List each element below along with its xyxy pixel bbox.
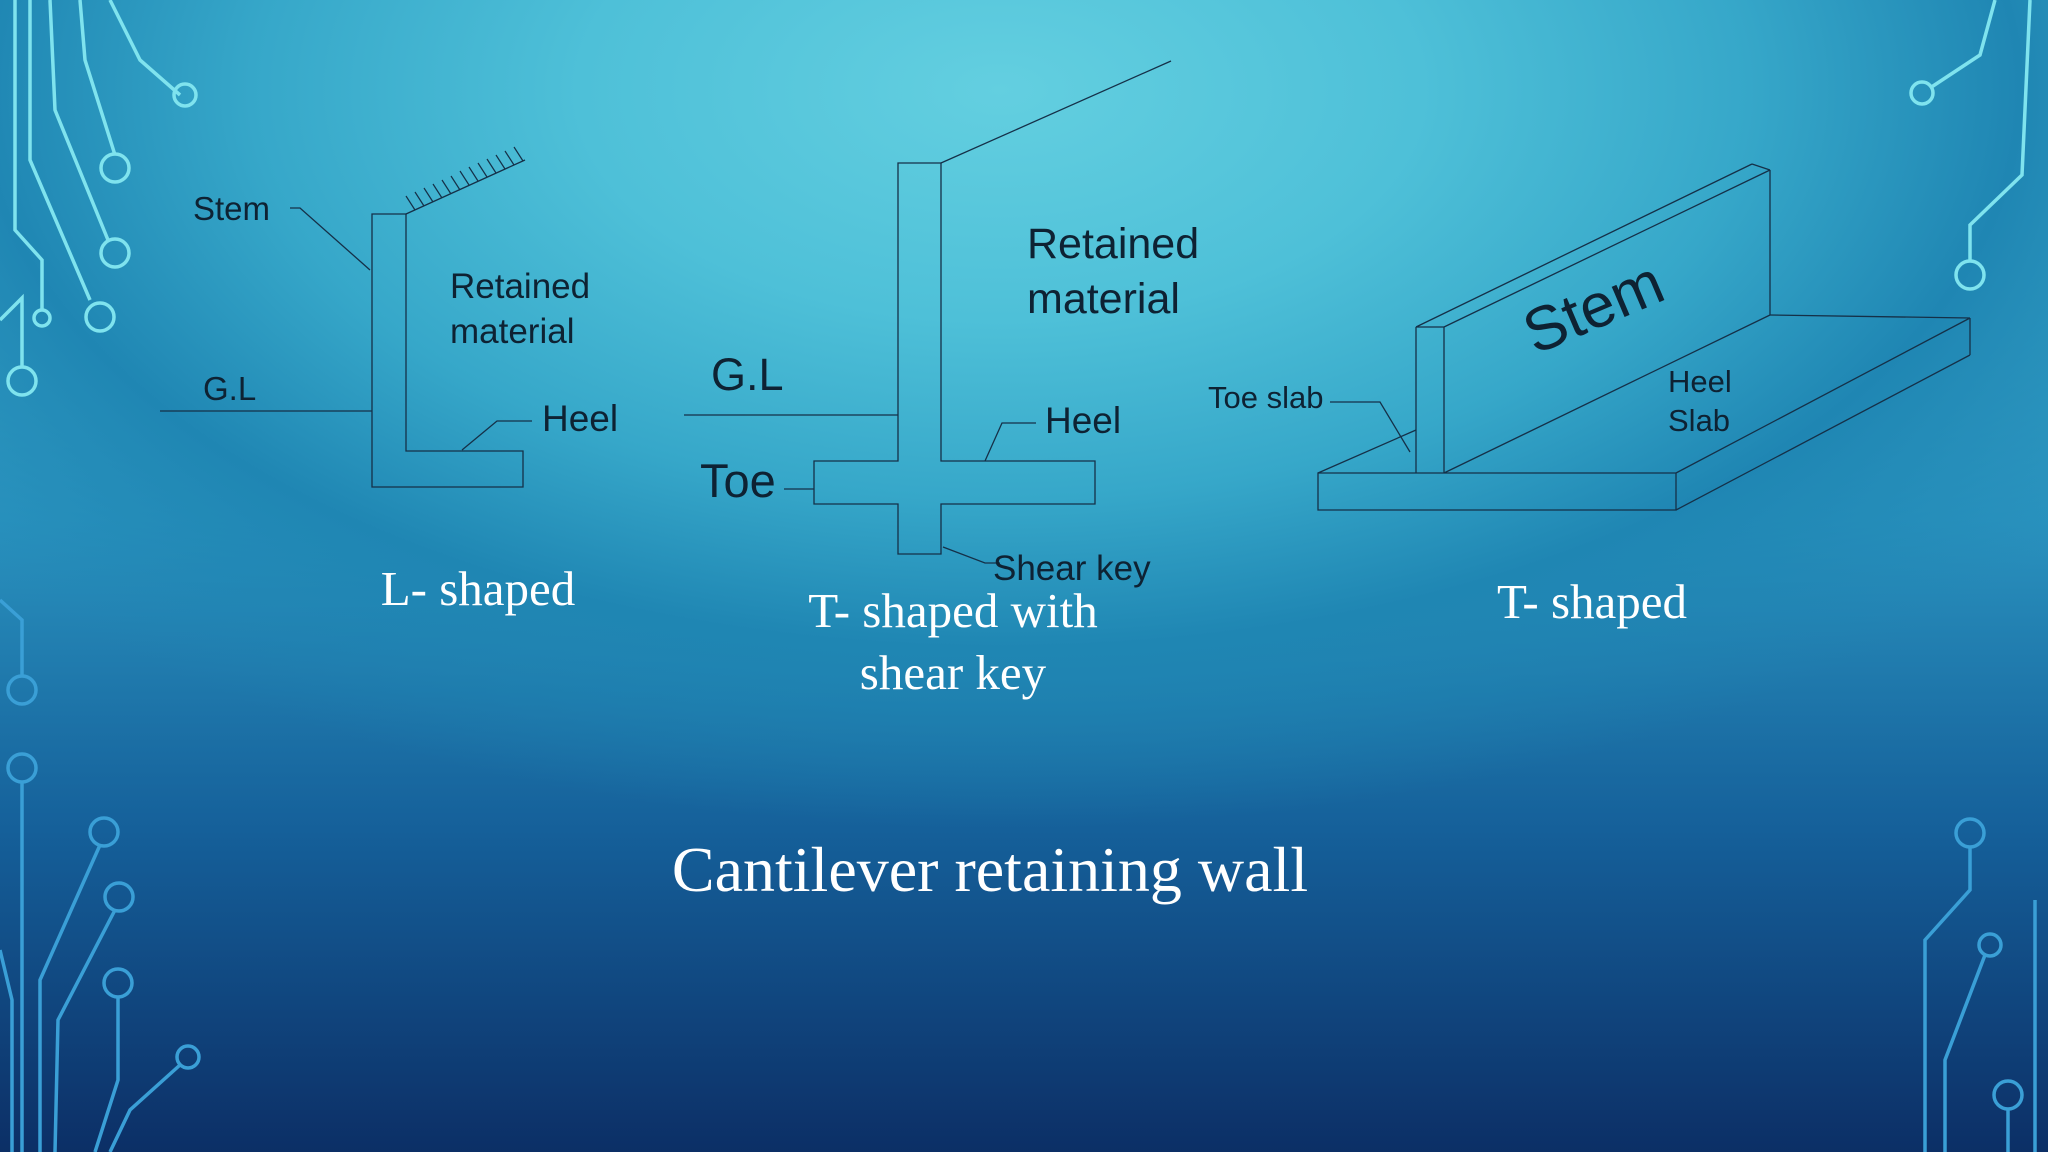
l-backfill-hatch xyxy=(405,146,524,211)
circuit-top-left xyxy=(0,0,198,397)
t-key-backfill-line xyxy=(940,60,1172,164)
t-heel-slab-label-1: Heel xyxy=(1668,364,1732,399)
l-stem-leader xyxy=(290,207,371,271)
l-shaped-caption: L- shaped xyxy=(381,561,576,616)
circuit-bottom-left xyxy=(0,598,201,1152)
t-key-caption-2: shear key xyxy=(860,645,1047,700)
l-backfill-line xyxy=(405,159,526,215)
t-slab-outline xyxy=(1317,314,1971,511)
t-toe-slab-leader xyxy=(1330,401,1411,453)
t-key-wall-outline xyxy=(813,162,1096,555)
t-key-retained-label-1: Retained xyxy=(1027,220,1199,268)
l-retained-label-2: material xyxy=(450,312,574,351)
l-heel-leader xyxy=(461,420,532,451)
slide-title: Cantilever retaining wall xyxy=(672,834,1308,905)
t-key-toe-label: Toe xyxy=(700,454,776,507)
t-stem-outline xyxy=(1415,163,1771,474)
circuit-top-right xyxy=(1909,0,2032,291)
t-stem-label: Stem xyxy=(1514,248,1674,368)
t-key-shear-leader xyxy=(942,546,1000,564)
t-key-shear-key-label: Shear key xyxy=(993,549,1151,588)
t-key-heel-label: Heel xyxy=(1045,400,1121,441)
t-shear-key-diagram: Retained material G.L Heel Toe Shear key… xyxy=(684,60,1199,700)
l-gl-label: G.L xyxy=(203,370,256,407)
t-key-retained-label-2: material xyxy=(1027,275,1180,323)
t-key-heel-leader xyxy=(984,422,1036,462)
l-heel-label: Heel xyxy=(542,398,618,439)
t-shaped-diagram: Stem Toe slab Heel Slab T- shaped xyxy=(1208,163,1971,629)
t-key-gl-label: G.L xyxy=(711,349,784,400)
l-retained-label-1: Retained xyxy=(450,267,590,306)
t-heel-slab-label-2: Slab xyxy=(1668,403,1730,438)
t-shaped-caption: T- shaped xyxy=(1497,574,1687,629)
t-toe-slab-label: Toe slab xyxy=(1208,380,1323,415)
circuit-bottom-right xyxy=(1923,817,2037,1152)
t-key-caption-1: T- shaped with xyxy=(808,583,1097,638)
l-shaped-diagram: Stem Retained material G.L Heel L- shape… xyxy=(160,146,618,616)
l-stem-label: Stem xyxy=(193,190,270,227)
